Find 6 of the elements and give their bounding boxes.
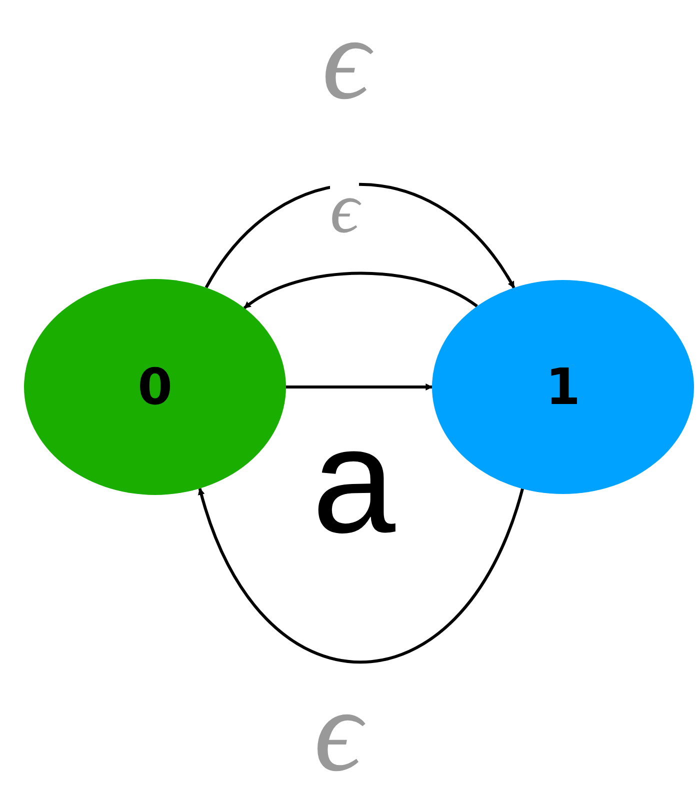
state-label: 0 [138,362,172,412]
transition-arrow [243,272,478,310]
transition-arrow [286,384,433,390]
state-label: 1 [546,362,580,412]
transition-arrow [198,488,524,664]
transition-arrow [204,183,516,289]
